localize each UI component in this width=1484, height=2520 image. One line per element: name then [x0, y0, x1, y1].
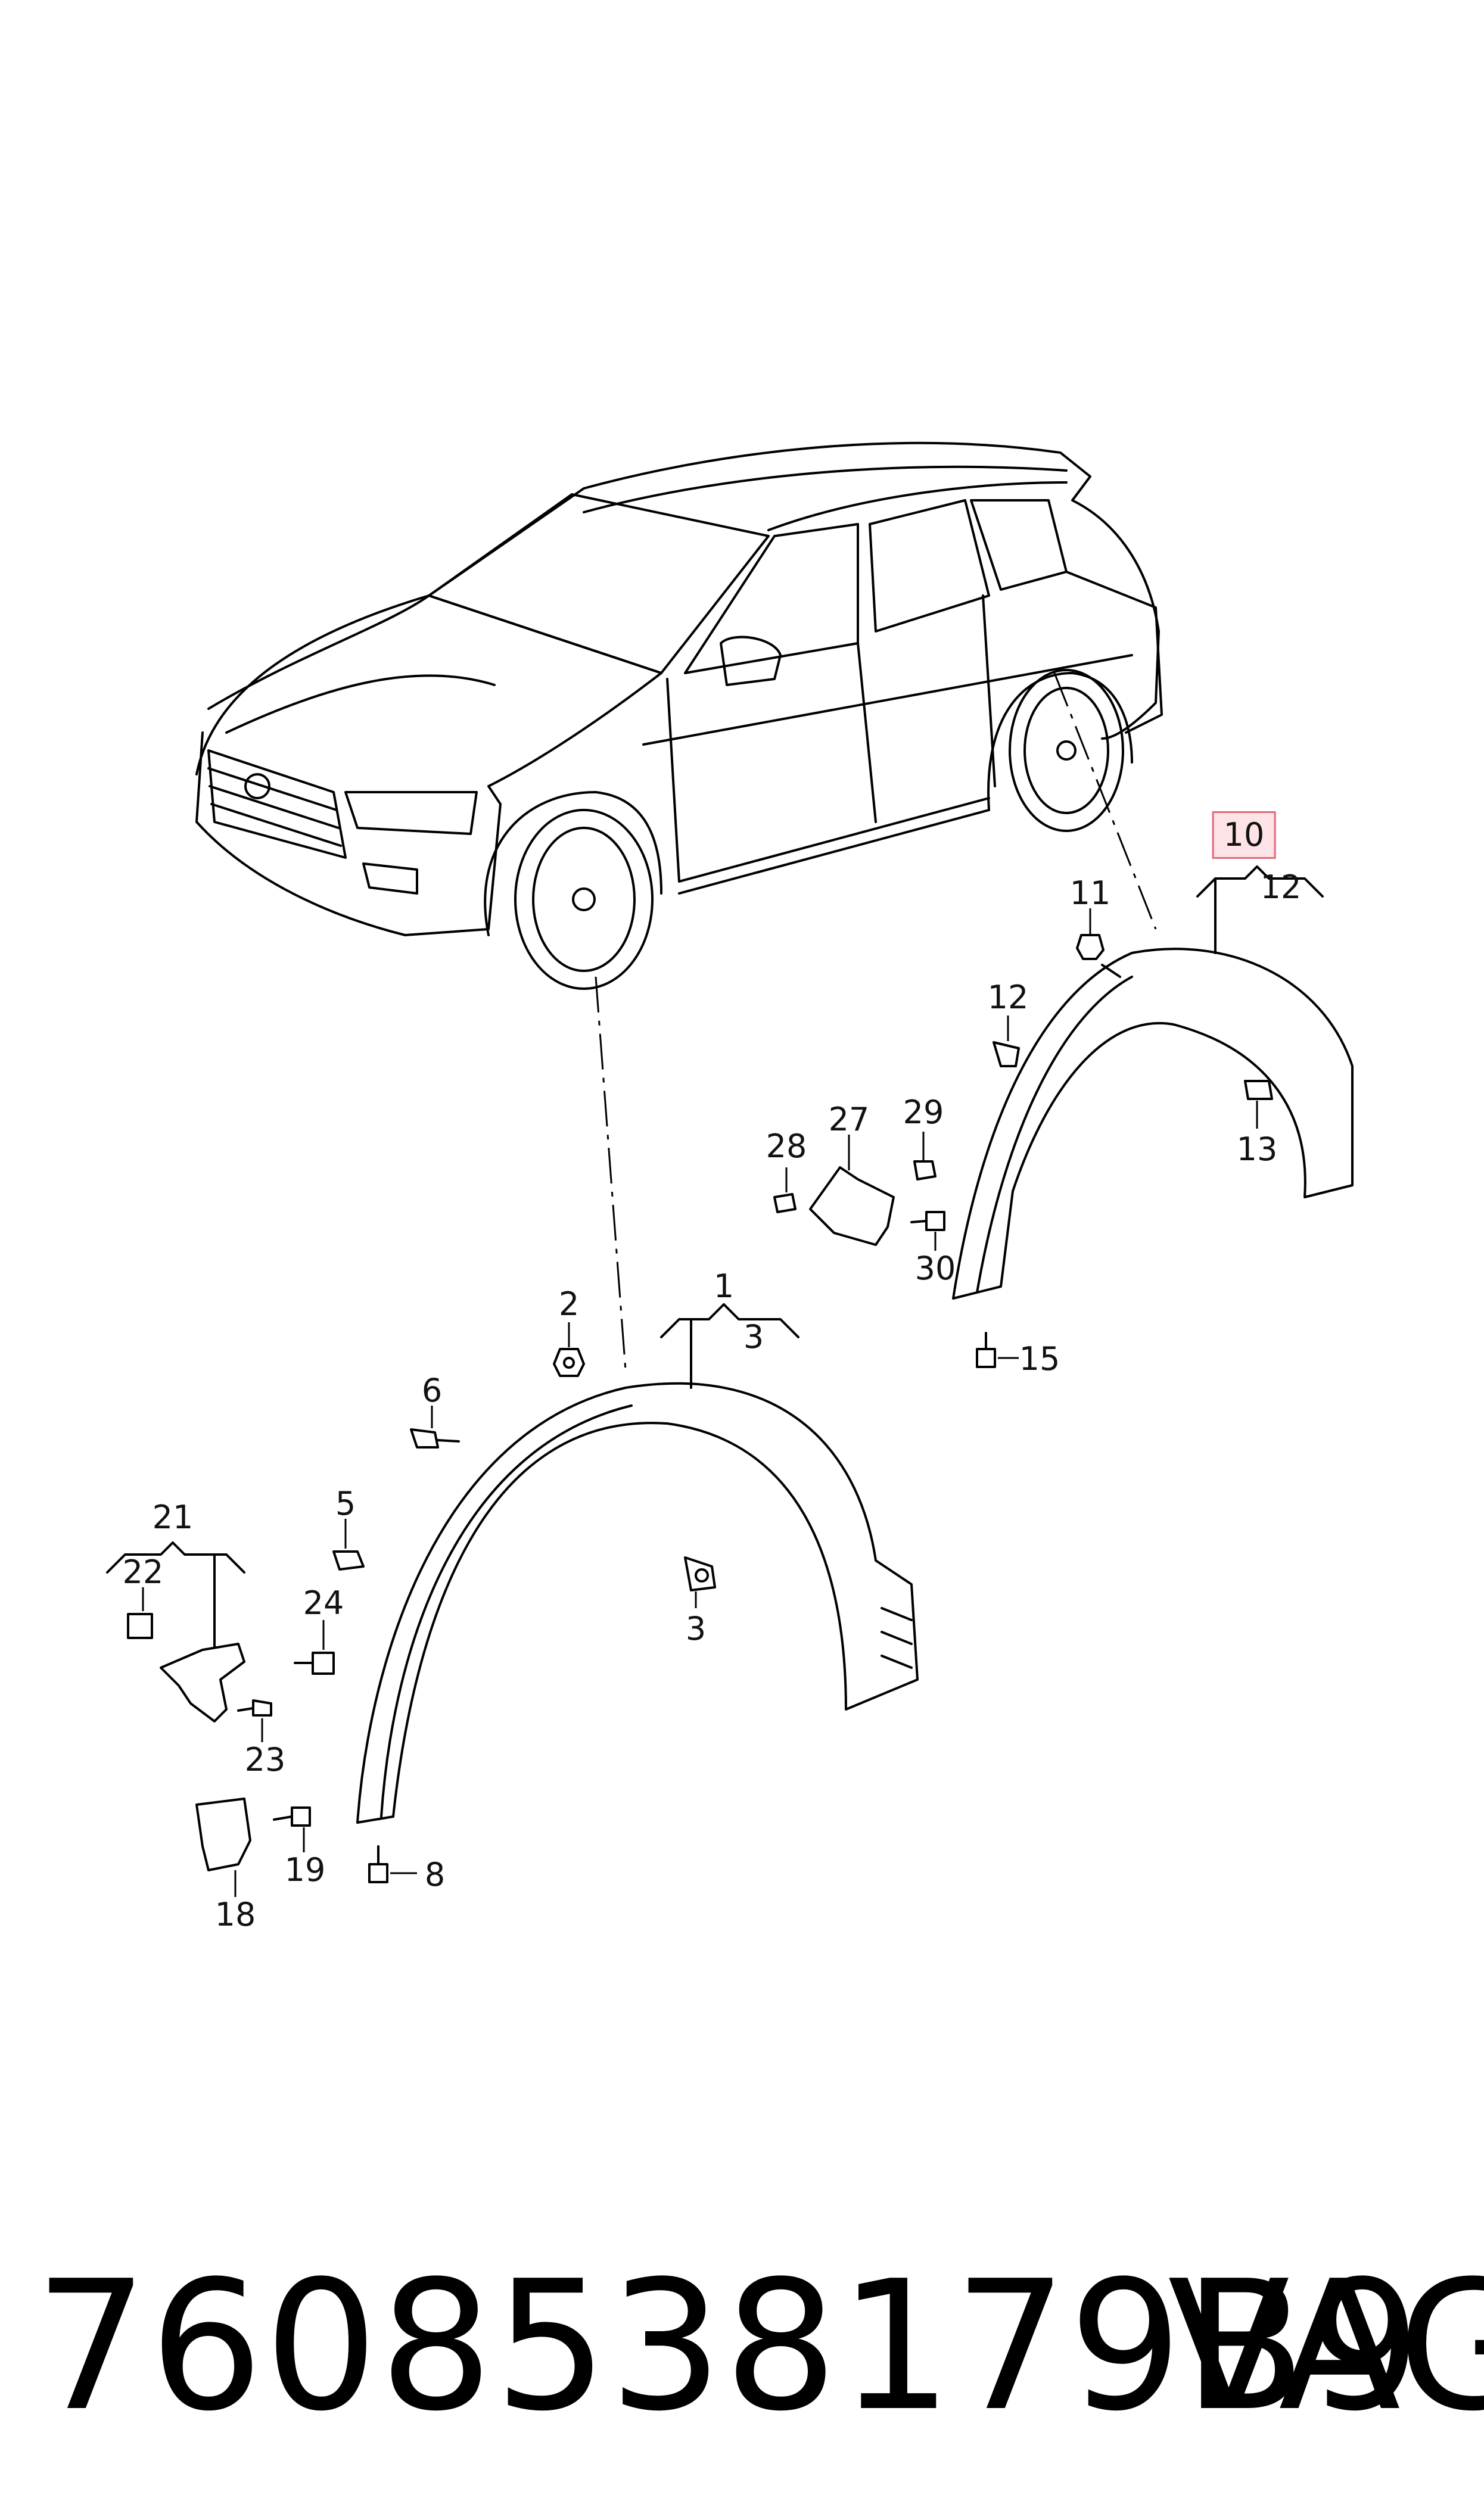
- callout-10-highlighted: 10: [1212, 811, 1276, 859]
- part-27-bracket: [809, 1135, 895, 1246]
- part-number: 7608538179B9: [35, 2242, 1423, 2450]
- callout-5: 5: [335, 1485, 356, 1522]
- part-13-clip: [1244, 1080, 1273, 1129]
- callout-27: 27: [828, 1101, 870, 1138]
- part-3-clip: [684, 1556, 716, 1608]
- callout-29: 29: [903, 1094, 944, 1131]
- part-2-nut: [553, 1322, 585, 1377]
- part-8-screw: [368, 1845, 417, 1883]
- callout-24: 24: [303, 1584, 344, 1622]
- front-leader-line: [595, 976, 627, 1370]
- part-11-nut: [1076, 908, 1105, 960]
- part-6-rivet: [410, 1406, 460, 1449]
- brand-name: VAG: [1168, 2242, 1484, 2450]
- callout-23: 23: [244, 1741, 286, 1778]
- callout-8: 8: [424, 1856, 446, 1893]
- part-29-clip: [913, 1132, 937, 1180]
- callout-12a: 12: [1260, 868, 1302, 906]
- callout-18: 18: [214, 1896, 256, 1933]
- part-30-screw: [910, 1211, 945, 1251]
- part-23-rivet: [237, 1699, 272, 1742]
- callout-22: 22: [122, 1553, 164, 1591]
- part-22-clip: [127, 1587, 153, 1639]
- part-21-bracket: [160, 1643, 245, 1722]
- callout-21: 21: [152, 1499, 194, 1536]
- callout-1: 1: [713, 1267, 735, 1305]
- part-5-clip: [332, 1519, 365, 1571]
- rear-leader-line: [1053, 672, 1157, 930]
- callout-19: 19: [284, 1851, 326, 1889]
- front-wheel-arch-trim: [356, 1382, 919, 1824]
- callout-28: 28: [766, 1127, 807, 1165]
- callout-11: 11: [1069, 874, 1111, 912]
- part-19-screw: [273, 1806, 311, 1852]
- car-illustration: [195, 441, 1163, 990]
- rear-wheel-arch-trim: [952, 948, 1354, 1300]
- callout-30: 30: [914, 1250, 956, 1287]
- callout-12b: 12: [987, 979, 1029, 1016]
- part-12-clip: [993, 1016, 1020, 1067]
- callout-2: 2: [558, 1285, 580, 1323]
- callout-3b: 3: [685, 1610, 707, 1647]
- part-18-bracket: [195, 1798, 251, 1897]
- part-15-screw: [976, 1332, 1019, 1368]
- callout-13: 13: [1236, 1130, 1278, 1168]
- part-28-clip: [773, 1167, 797, 1213]
- callout-15: 15: [1019, 1340, 1060, 1378]
- callout-6: 6: [421, 1372, 443, 1409]
- part-24-screw: [294, 1620, 335, 1675]
- callout-3a: 3: [743, 1318, 764, 1356]
